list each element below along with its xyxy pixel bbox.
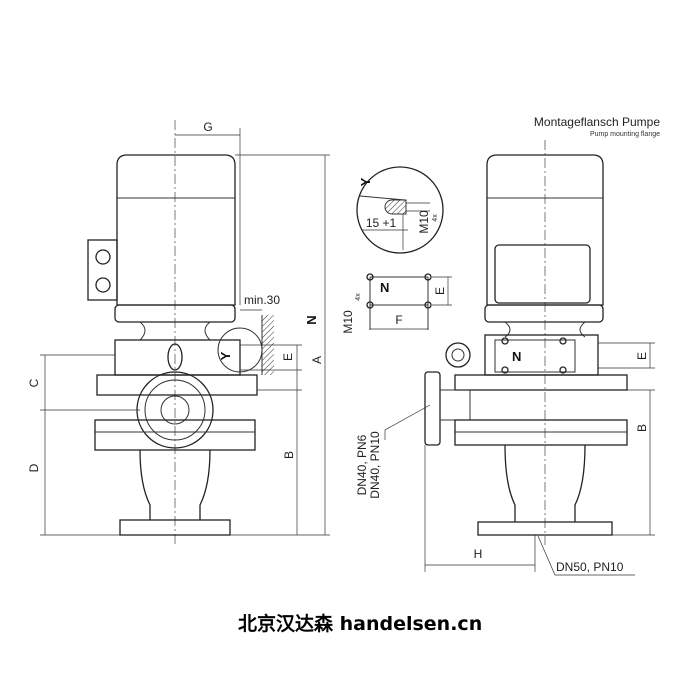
terminal-box [494, 244, 591, 304]
dim-a-label: A [310, 356, 324, 364]
detail-n-e-label: E [433, 287, 447, 295]
detail-y: Y 15 +1 M10 4x [356, 166, 444, 254]
detail-4x-label: 4x [432, 214, 439, 222]
detail-n-title: N [380, 280, 389, 295]
view-y-label: Y [218, 351, 233, 360]
casing-flange-upper [96, 374, 258, 396]
view-n-label: N [304, 315, 319, 324]
right-dim-e-label: E [635, 352, 649, 360]
cable-gland-icon [95, 277, 111, 293]
right-view-n-label: N [512, 349, 521, 364]
suction-cone [139, 449, 211, 520]
base-flange [119, 519, 231, 536]
dim-min30-label: min.30 [244, 293, 280, 307]
dim-g-label: G [203, 120, 212, 134]
connection-pn6-label: DN40, PN6 [355, 434, 369, 495]
detail-n: N E F M10 4x [341, 273, 452, 334]
dim-d-label: D [27, 463, 41, 472]
motor-flange [114, 304, 236, 323]
dim-c-label: C [27, 378, 41, 387]
casing-flange-upper [454, 374, 628, 391]
detail-y-marker [217, 327, 263, 373]
detail-m10-label: M10 [417, 210, 431, 234]
flush-port [445, 342, 471, 368]
detail-n-4x-label: 4x [355, 293, 362, 301]
detail-n-m10-label: M10 [341, 310, 355, 334]
dim-b-label: B [282, 451, 296, 459]
terminal-box [87, 239, 118, 301]
base-flange [477, 521, 613, 536]
motor-flange [484, 304, 604, 323]
casing-flange-lower [94, 419, 256, 451]
dim-h-label: H [474, 547, 483, 561]
discharge-flange [424, 371, 441, 446]
motor-body [486, 154, 604, 306]
discharge-connection-label: DN50, PN10 [556, 560, 624, 574]
detail-depth-label: 15 +1 [366, 216, 397, 230]
suction-cone [504, 444, 586, 522]
cable-gland-icon [95, 249, 111, 265]
right-pump-view: N E B H DN50, PN10 DN40, PN6 DN40, PN10 [355, 140, 655, 576]
connection-pn10-label: DN40, PN10 [368, 431, 382, 499]
drawing-title: Montageflansch Pumpe [534, 115, 660, 129]
right-dim-b-label: B [635, 424, 649, 432]
drawing-subtitle: Pump mounting flange [590, 131, 660, 138]
detail-y-title: Y [358, 177, 373, 186]
left-pump-view: G min.30 A B E Y N C D [27, 120, 330, 545]
dim-f-label: F [395, 313, 402, 327]
dim-e-label: E [281, 353, 295, 361]
motor-body [116, 154, 236, 306]
watermark: 北京汉达森 handelsen.cn [238, 612, 482, 635]
